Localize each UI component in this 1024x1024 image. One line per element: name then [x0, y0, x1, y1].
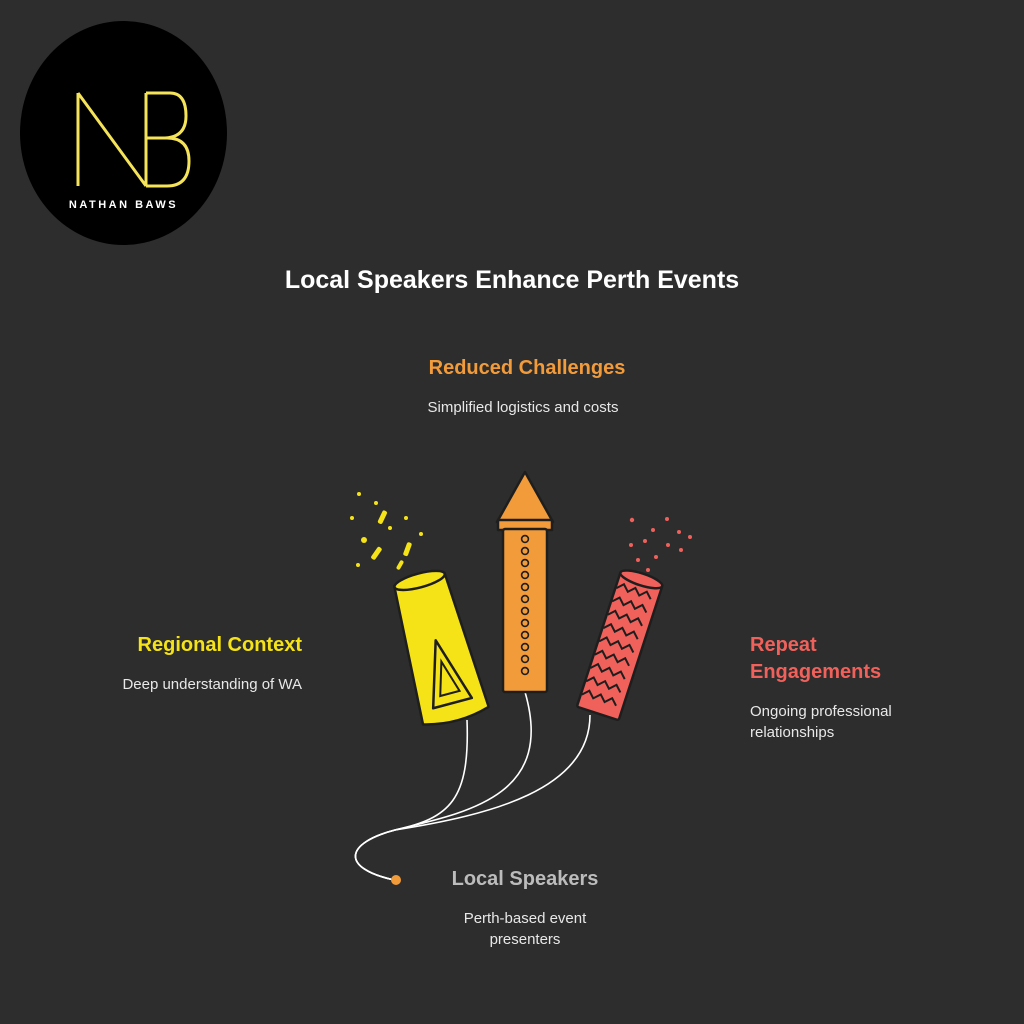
- red-zigzag-firework-icon: [576, 517, 692, 722]
- regional-context-description: Deep understanding of WA: [122, 676, 302, 693]
- brand-name: NATHAN BAWS: [68, 199, 179, 211]
- fuse-origin-dot-icon: [391, 875, 401, 885]
- local-speakers-description: Perth-based event presenters: [463, 910, 587, 948]
- yellow-cone-firework-icon: [350, 492, 490, 726]
- regional-context-heading: Regional Context: [137, 634, 302, 656]
- diagram-title: Local Speakers Enhance Perth Events: [284, 266, 740, 294]
- fuse-lines: [354, 691, 591, 881]
- repeat-engagements-description: Ongoing professional relationships: [750, 703, 892, 741]
- reduced-challenges-heading: Reduced Challenges: [428, 357, 626, 379]
- reduced-challenges-description: Simplified logistics and costs: [427, 399, 619, 416]
- nb-monogram-icon: [76, 91, 191, 188]
- repeat-engagements-heading: Repeat Engagements: [750, 634, 882, 683]
- brand-logo: NATHAN BAWS: [20, 21, 227, 245]
- orange-rocket-firework-icon: [495, 470, 555, 694]
- local-speakers-heading: Local Speakers: [451, 868, 599, 890]
